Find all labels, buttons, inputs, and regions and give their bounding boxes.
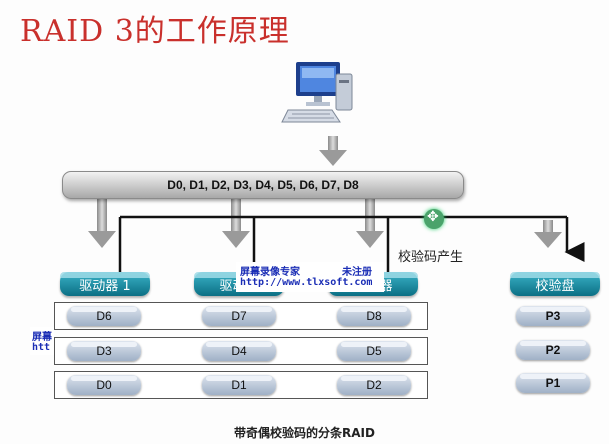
disk-d4: D4 bbox=[202, 341, 276, 361]
computer-icon bbox=[281, 62, 353, 123]
disk-d7: D7 bbox=[202, 306, 276, 326]
parity-generation-label: 校验码产生 bbox=[398, 250, 464, 265]
disk-d6: D6 bbox=[67, 306, 141, 326]
parity-disk-label: 校验盘 bbox=[510, 272, 600, 296]
disk-p3: P3 bbox=[516, 306, 590, 326]
diagram-caption: 带奇偶校验码的分条RAID bbox=[234, 426, 375, 440]
disk-d8: D8 bbox=[337, 306, 411, 326]
disk-d0: D0 bbox=[67, 375, 141, 395]
disk-d5: D5 bbox=[337, 341, 411, 361]
gray-arrow-drive-3 bbox=[356, 199, 384, 248]
gray-arrow-drive-2 bbox=[222, 199, 250, 248]
data-stripe-bar: D0, D1, D2, D3, D4, D5, D6, D7, D8 bbox=[62, 171, 464, 199]
gray-arrow-computer bbox=[319, 136, 347, 166]
disk-d1: D1 bbox=[202, 375, 276, 395]
disk-p2: P2 bbox=[516, 340, 590, 360]
disk-d2: D2 bbox=[337, 375, 411, 395]
gray-arrow-parity bbox=[534, 220, 562, 248]
disk-d3: D3 bbox=[67, 341, 141, 361]
mouse-cursor-icon bbox=[424, 209, 444, 229]
page-title: RAID 3的工作原理 bbox=[20, 14, 290, 49]
watermark-overlay: 屏幕录像专家 未注册 http://www.tlxsoft.com bbox=[236, 262, 384, 292]
watermark-fragment: 屏幕 htt bbox=[30, 327, 54, 355]
data-stripe-text: D0, D1, D2, D3, D4, D5, D6, D7, D8 bbox=[167, 178, 359, 192]
drive-1-label: 驱动器 1 bbox=[60, 272, 150, 296]
gray-arrow-drive-1 bbox=[88, 199, 116, 248]
disk-p1: P1 bbox=[516, 373, 590, 393]
